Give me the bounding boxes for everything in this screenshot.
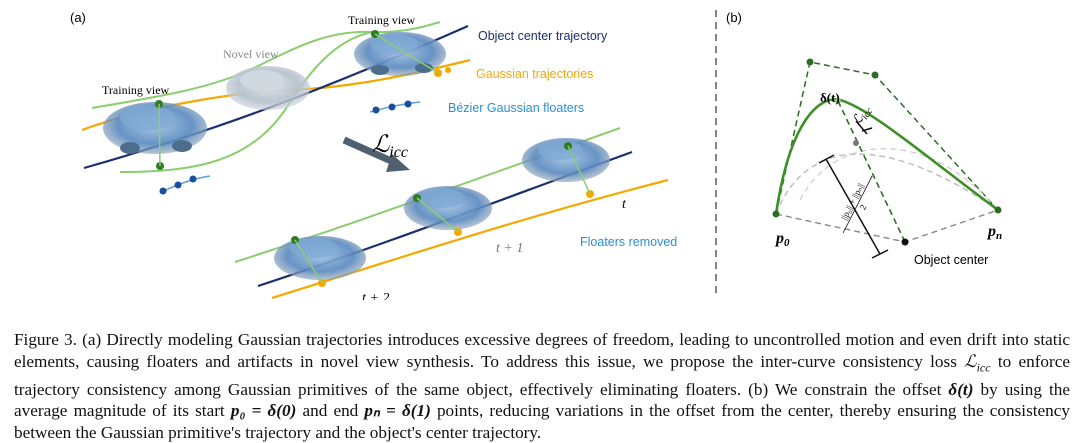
- center-triangle: [775, 209, 999, 243]
- floater-trail: [159, 175, 211, 194]
- panel-b-label: (b): [726, 10, 742, 25]
- panel-a-label: (a): [70, 10, 86, 25]
- gaussian-offset-line: [374, 33, 439, 74]
- floater-dot: [174, 181, 182, 189]
- control-polygon: [775, 61, 999, 215]
- pn-label: pn: [986, 223, 1002, 242]
- orange-dot: [445, 67, 451, 73]
- figure-caption: Figure 3. (a) Directly modeling Gaussian…: [14, 330, 1071, 442]
- object-center-point: [901, 238, 909, 246]
- control-point: [806, 58, 814, 66]
- magnitude-bar: [818, 154, 889, 259]
- figure-3: (a) Training view Training view Novel vi…: [70, 10, 1002, 300]
- object-center-label: Object center: [914, 253, 988, 267]
- bezier-curve: [774, 98, 999, 215]
- legend-object-center: Object center trajectory: [478, 29, 608, 43]
- training-view-top-label: Training view: [348, 13, 416, 27]
- legend-gaussian: Gaussian trajectories: [476, 67, 593, 81]
- floater-dot: [189, 175, 197, 183]
- time-t2-label: t + 2: [362, 291, 389, 300]
- legend-floater-icon: [369, 100, 421, 114]
- green-trajectory-upper: [91, 21, 441, 109]
- car-training-top: [354, 32, 446, 76]
- floaters-removed-label: Floaters removed: [580, 235, 677, 249]
- time-t1-label: t + 1: [496, 241, 523, 256]
- car-novel-view: [226, 66, 310, 110]
- svg-text:2: 2: [858, 203, 869, 212]
- pn-point: [994, 206, 1002, 214]
- reference-arc-1: [775, 153, 999, 215]
- car-bottom-t1: [404, 186, 492, 230]
- legend-bezier: Bézier Gaussian floaters: [448, 101, 584, 115]
- gaussian-offset-line: [567, 145, 591, 195]
- loss-marker-b: [855, 120, 873, 135]
- time-t-label: t: [622, 197, 627, 212]
- midpoint-dot: [853, 140, 859, 146]
- green-trajectory-cross: [119, 31, 373, 173]
- p0-point: [772, 210, 780, 218]
- delta-t-label: δ(t): [820, 90, 840, 105]
- magnitude-fraction: ||p₀|| + ||pₙ|| 2: [839, 175, 873, 234]
- gaussian-offset-line: [158, 103, 161, 167]
- floater-dot: [159, 187, 167, 195]
- gaussian-offset-line: [294, 239, 323, 284]
- training-view-left-label: Training view: [102, 83, 170, 97]
- delta-line: [837, 100, 906, 243]
- novel-view-label: Novel view: [223, 47, 279, 61]
- control-point: [871, 71, 879, 79]
- loss-label-a: ℒicc: [372, 132, 408, 161]
- p0-label: p0: [774, 230, 790, 249]
- reference-arc-2: [799, 148, 999, 211]
- gaussian-offset-line: [416, 197, 459, 233]
- car-bottom-t2: [274, 236, 366, 280]
- car-training-left: [103, 102, 207, 154]
- loss-arrow: [342, 136, 410, 172]
